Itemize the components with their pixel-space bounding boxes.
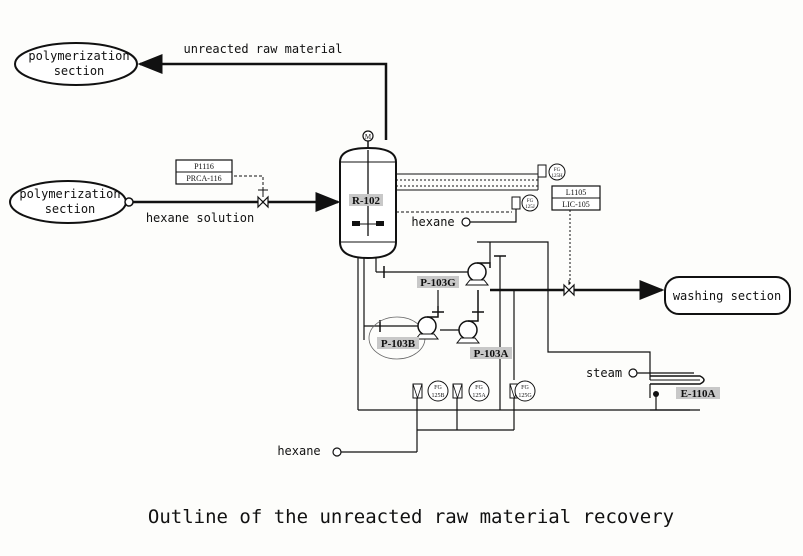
flow-gauge-upper: FG 125H [537,163,566,181]
pump-tag: P-103A [474,348,509,360]
gauge-label: FG [521,385,529,391]
gauge-label: FG [434,385,442,391]
flow-gauge-125b: FG 125B [412,380,449,452]
stream-label: hexane solution [146,211,254,225]
gauge-label: 125A [472,393,486,399]
gauge-label: 125G [518,393,532,399]
instrument-tag: L1105 [566,188,587,197]
instrument-tag: PRCA-116 [186,174,221,183]
control-valve-icon [257,195,269,209]
flow-gauge-125g: FG 125G [509,380,536,430]
gauge-label: FG [475,385,483,391]
hexane-inlet-right: hexane [411,209,517,229]
instrument-tag: LIC-105 [562,200,590,209]
terminal-label: section [54,64,105,78]
stream-label: hexane [277,444,320,458]
pump-p-103a: P-103A [440,290,512,360]
reactor-bottom-lines [357,258,700,411]
terminal-label: washing section [673,289,781,303]
terminal-label: section [45,202,96,216]
polymerization-section-top-terminal: polymerization section [14,42,138,86]
washing-section-terminal: washing section [664,276,791,315]
flow-gauge-middle: FG 125J [511,194,539,212]
flow-gauge-125a: FG 125A [452,380,490,430]
hexane-solution-line: hexane solution [124,175,341,225]
pressure-controller-prca-116: P1116 PRCA-116 [175,159,233,185]
terminal-label: polymerization [19,187,120,201]
pump-tag: P-103B [381,338,416,350]
terminal-label: polymerization [28,49,129,63]
reactor-tag: R-102 [352,195,381,207]
gauge-label: FG [554,168,561,173]
heat-exchanger-e-110a: steam E-110A [586,366,720,400]
control-valve-icon [563,283,575,297]
polymerization-section-left-terminal: polymerization section [9,180,127,224]
reactor-r-102: R-102 [339,146,397,260]
stream-label: steam [586,366,622,380]
level-controller-lic-105: L1105 LIC-105 [551,185,601,286]
hexane-inlet-bottom: hexane [277,429,514,458]
washing-discharge-line [477,241,665,410]
stream-label: hexane [411,215,454,229]
gauge-label: 125H [551,174,563,179]
diagram-caption: Outline of the unreacted raw material re… [148,506,674,528]
gauge-label: 125B [431,393,444,399]
pump-tag: P-103G [420,277,456,289]
exchanger-tag: E-110A [681,388,716,400]
pump-p-103b: P-103B [368,290,444,360]
pump-p-103g: P-103G [417,262,491,289]
instrument-tag: P1116 [194,162,214,171]
gauge-label: FG [527,199,534,204]
stream-label: unreacted raw material [184,42,343,56]
reactor-vent-lines [396,173,539,213]
motor-label: M [365,133,372,141]
gauge-label: 125J [525,205,535,210]
unreacted-raw-material-line: unreacted raw material [137,42,388,140]
